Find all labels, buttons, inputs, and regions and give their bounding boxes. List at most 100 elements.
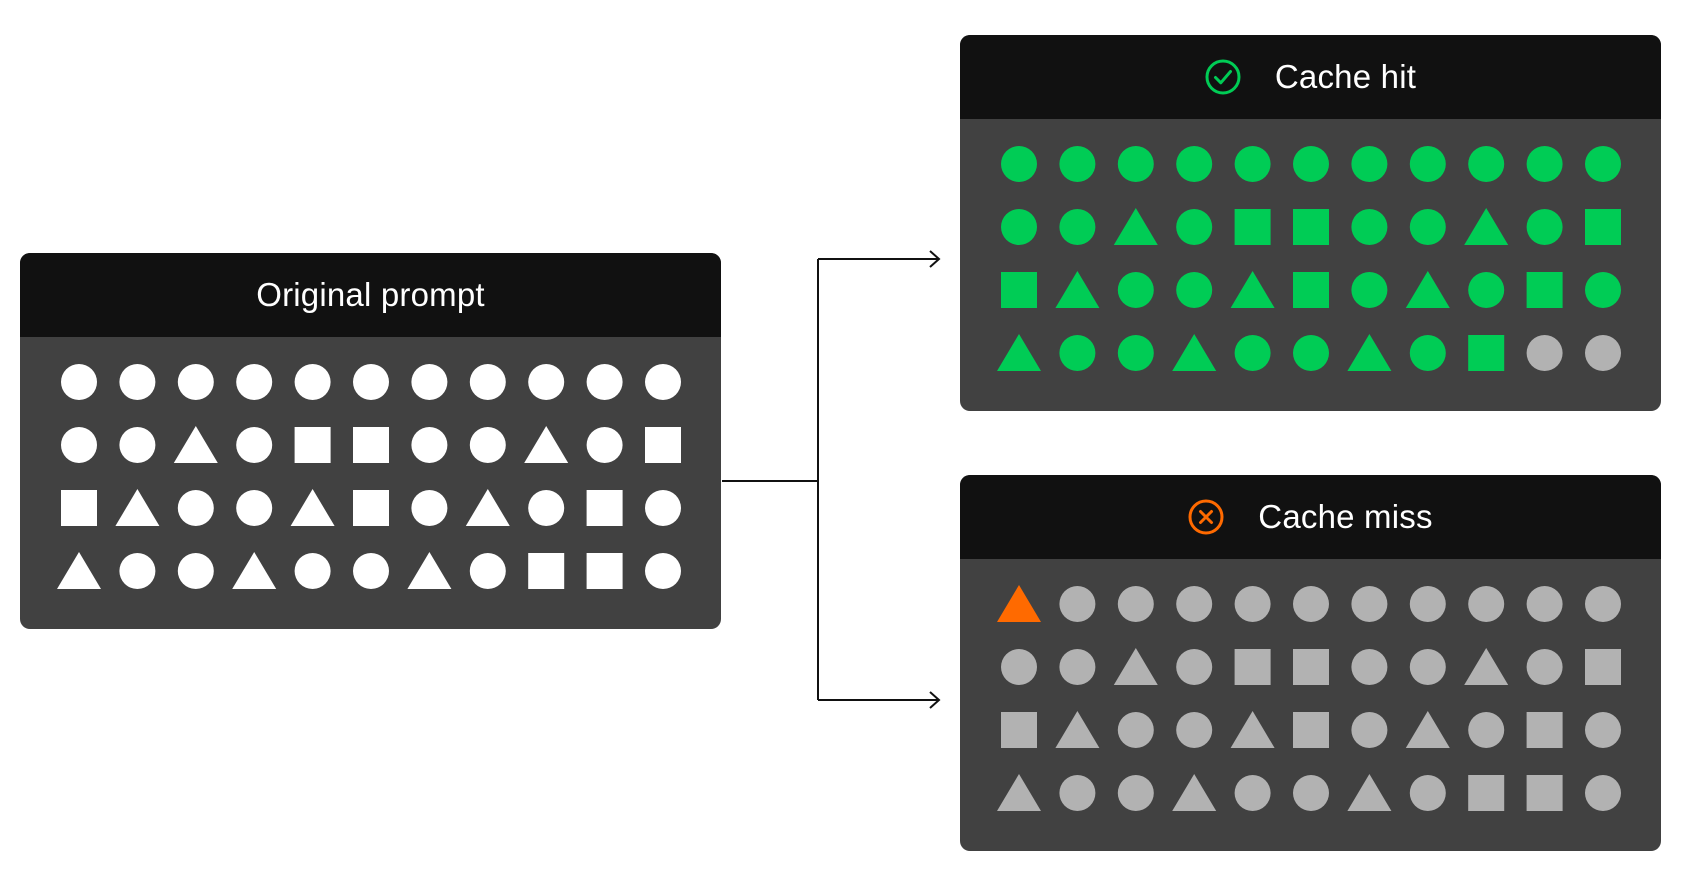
token-square: [353, 490, 389, 526]
token-square: [586, 490, 623, 526]
token-circle: [528, 490, 565, 526]
token-circle: [1468, 146, 1505, 182]
token-circle: [645, 364, 681, 400]
token-circle: [469, 553, 506, 589]
token-circle: [177, 553, 214, 589]
token-square: [1526, 272, 1563, 308]
token-circle: [469, 427, 506, 463]
token-circle: [1176, 712, 1213, 748]
token-circle: [1117, 146, 1154, 182]
arrow-to-cache-miss: [818, 691, 941, 709]
token-circle: [1001, 649, 1037, 685]
token-circle: [1351, 712, 1388, 748]
original-prompt-header: Original prompt: [20, 253, 721, 337]
token-triangle: [173, 426, 218, 463]
token-circle: [1526, 146, 1563, 182]
token-triangle: [1230, 711, 1275, 748]
token-circle: [528, 364, 565, 400]
token-circle: [411, 490, 448, 526]
token-triangle: [1055, 271, 1100, 308]
token-triangle: [1172, 774, 1217, 811]
token-triangle: [1464, 208, 1509, 245]
cache-miss-token-grid: [997, 585, 1621, 811]
token-circle: [1468, 586, 1505, 622]
token-circle: [1585, 146, 1621, 182]
token-circle: [1468, 712, 1505, 748]
token-square: [353, 427, 389, 463]
token-square: [645, 427, 681, 463]
token-circle: [1293, 146, 1329, 182]
token-circle: [177, 364, 214, 400]
arrow-to-cache-hit: [818, 250, 941, 268]
token-circle: [586, 427, 623, 463]
token-square: [1293, 712, 1329, 748]
token-circle: [1409, 146, 1446, 182]
cache-hit-panel: Cache hit: [960, 35, 1661, 411]
token-circle: [1351, 146, 1388, 182]
token-circle: [1293, 586, 1329, 622]
token-circle: [1059, 209, 1096, 245]
token-circle: [1585, 775, 1621, 811]
token-triangle: [1464, 648, 1509, 685]
token-circle: [1351, 586, 1388, 622]
token-circle: [1059, 775, 1096, 811]
original-prompt-panel: Original prompt: [20, 253, 721, 629]
token-circle: [1351, 209, 1388, 245]
cache-hit-header: Cache hit: [960, 35, 1661, 119]
token-triangle: [997, 774, 1041, 811]
token-circle: [1001, 146, 1037, 182]
token-circle: [1001, 209, 1037, 245]
token-circle: [469, 364, 506, 400]
connector-trunk: [722, 259, 819, 700]
token-circle: [1117, 272, 1154, 308]
token-square: [586, 553, 623, 589]
cache-miss-header: Cache miss: [960, 475, 1661, 559]
token-circle: [236, 490, 273, 526]
token-triangle: [1230, 271, 1275, 308]
token-triangle: [1113, 648, 1158, 685]
token-circle: [1117, 586, 1154, 622]
token-triangle: [997, 585, 1041, 622]
cache-hit-title: Cache hit: [1274, 58, 1417, 95]
token-circle: [1059, 649, 1096, 685]
token-circle: [1234, 146, 1271, 182]
token-circle: [119, 553, 156, 589]
token-square: [1526, 712, 1563, 748]
token-triangle: [524, 426, 569, 463]
token-circle: [1059, 586, 1096, 622]
token-circle: [119, 427, 156, 463]
token-circle: [1409, 209, 1446, 245]
token-triangle: [1172, 334, 1217, 371]
token-triangle: [57, 552, 101, 589]
token-circle: [1526, 649, 1563, 685]
token-square: [528, 553, 565, 589]
token-circle: [1409, 335, 1446, 371]
token-triangle: [1347, 334, 1392, 371]
token-square: [1293, 272, 1329, 308]
token-circle: [1585, 272, 1621, 308]
token-circle: [177, 490, 214, 526]
token-triangle: [1405, 711, 1450, 748]
token-square: [1468, 335, 1505, 371]
token-square: [1001, 272, 1037, 308]
token-circle: [1585, 335, 1621, 371]
token-circle: [1117, 712, 1154, 748]
token-circle: [353, 364, 389, 400]
token-circle: [645, 490, 681, 526]
token-triangle: [465, 489, 510, 526]
token-circle: [411, 364, 448, 400]
token-square: [1585, 649, 1621, 685]
token-circle: [1059, 335, 1096, 371]
token-square: [1234, 649, 1271, 685]
token-circle: [1117, 335, 1154, 371]
token-circle: [1117, 775, 1154, 811]
token-circle: [1234, 586, 1271, 622]
token-circle: [586, 364, 623, 400]
token-square: [1526, 775, 1563, 811]
cache-miss-panel: Cache miss: [960, 475, 1661, 851]
token-square: [294, 427, 331, 463]
original-prompt-title: Original prompt: [256, 276, 485, 313]
token-circle: [1176, 146, 1213, 182]
token-circle: [1293, 335, 1329, 371]
